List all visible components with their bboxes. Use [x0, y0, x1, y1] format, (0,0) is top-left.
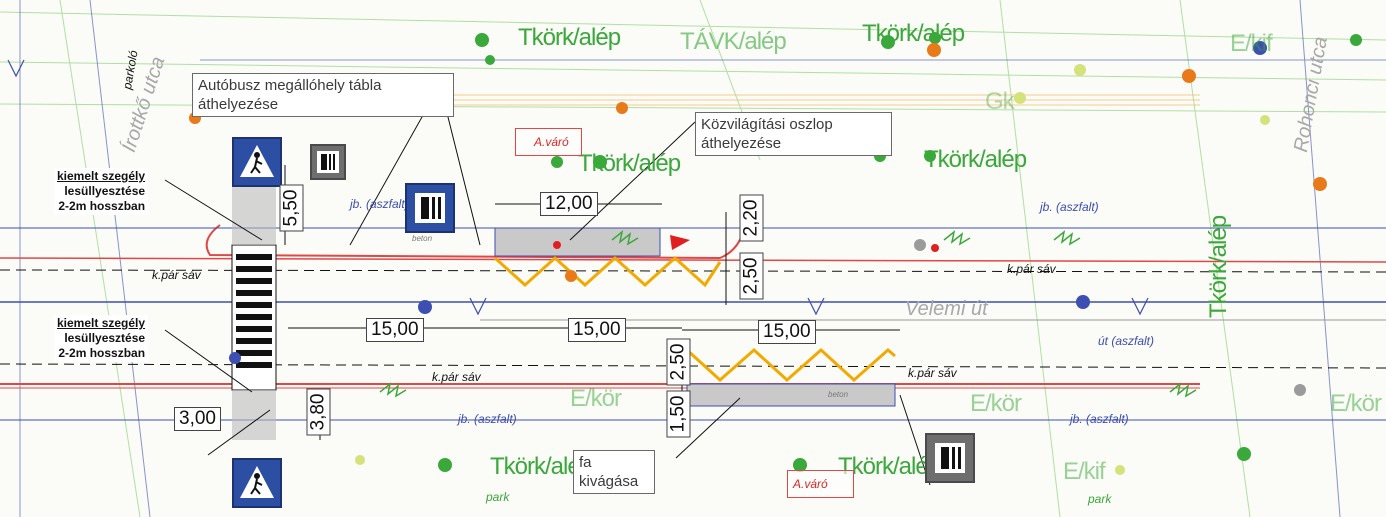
callout-bus-stop-sign-text: Autóbusz megállóhely tábla áthelyezése	[198, 77, 382, 113]
dimension-2-50-bottom: 2,50	[666, 338, 691, 386]
label-ut-aszfalt: út (aszfalt)	[1098, 334, 1155, 348]
pedestrian-crossing-sign-icon	[232, 137, 282, 187]
callout-street-light-text: Közvilágítási oszlop áthelyezése	[701, 116, 833, 152]
label-jb-aszfalt-4: jb. (aszfalt)	[1070, 412, 1129, 426]
dimension-15-00-b: 15,00	[568, 318, 626, 342]
zigzag-lower	[685, 347, 896, 383]
label-jb-aszfalt-2: jb. (aszfalt)	[1040, 200, 1099, 214]
curb-note-upper-line2: lesüllyesztése	[64, 184, 146, 198]
label-gk: Gk	[985, 88, 1015, 115]
pedestrian-crossing-sign-icon-lower	[232, 458, 282, 508]
label-beton-2: beton	[828, 390, 849, 399]
callout-street-light: Közvilágítási oszlop áthelyezése	[695, 112, 892, 156]
curb-note-upper-line3: 2-2m hosszban	[58, 199, 146, 213]
label-utility-6: Tkörk/alép	[838, 453, 941, 480]
label-beton-1: beton	[412, 234, 433, 243]
dimension-15-00-a: 15,00	[366, 318, 424, 342]
label-utility-2: Tkörk/alép	[862, 20, 965, 47]
label-e-kor-2: E/kör	[970, 390, 1022, 417]
bus-platform-lower	[686, 383, 896, 407]
dimension-2-50-top: 2,50	[739, 252, 764, 300]
label-kpar-sav-3: k.pár sáv	[432, 370, 481, 384]
dimension-15-00-c: 15,00	[758, 320, 816, 344]
zebra-crossing	[231, 175, 277, 440]
curb-note-upper: kiemelt szegély lesüllyesztése 2-2m hoss…	[54, 168, 149, 215]
curb-note-lower-line2: lesüllyesztése	[64, 331, 146, 345]
zigzag-upper	[493, 255, 722, 288]
label-e-kif-1: E/kif	[1230, 30, 1273, 57]
callout-tree-removal-text: fa kivágása	[579, 454, 639, 490]
label-park-2: park	[1088, 492, 1112, 506]
label-kpar-sav-4: k.pár sáv	[908, 366, 957, 380]
callout-bus-stop-sign: Autóbusz megállóhely tábla áthelyezése	[192, 73, 454, 117]
dimension-1-50: 1,50	[666, 390, 691, 438]
curb-note-upper-line1: kiemelt szegély	[57, 169, 146, 183]
curb-note-lower-line1: kiemelt szegély	[57, 316, 146, 330]
dimension-3-00: 3,00	[174, 407, 221, 431]
label-avaro-lower: A.váró	[793, 477, 828, 491]
curb-note-lower-line3: 2-2m hosszban	[58, 346, 146, 360]
label-avaro-upper: A.váró	[534, 135, 569, 149]
bus-stop-sign-lower-icon	[925, 433, 975, 483]
waiting-area-box-lower: A.váró	[787, 470, 854, 498]
label-e-kif-2: E/kif	[1063, 458, 1106, 485]
label-e-kor-3: E/kör	[1330, 390, 1382, 417]
label-utility-3: Tkörk/alép	[578, 150, 681, 177]
label-park-1: park	[486, 490, 510, 504]
label-jb-aszfalt-1: jb. (aszfalt)	[350, 197, 409, 211]
label-utility-4: Tkörk/alép	[924, 146, 1027, 173]
label-utility-1: Tkörk/alép	[518, 24, 621, 51]
dimension-2-20: 2,20	[739, 194, 764, 242]
bus-stop-sign-old-icon	[310, 144, 346, 180]
label-jb-aszfalt-3: jb. (aszfalt)	[458, 412, 517, 426]
label-utility-7: Tkörk/alép	[1205, 215, 1232, 318]
curb-note-lower: kiemelt szegély lesüllyesztése 2-2m hoss…	[54, 315, 149, 362]
dimension-12-00: 12,00	[540, 192, 598, 216]
bus-platform-upper	[494, 227, 661, 257]
label-kpar-sav-1: k.pár sáv	[152, 268, 201, 282]
dimension-3-80: 3,80	[306, 388, 331, 436]
waiting-area-box-upper: A.váró	[515, 128, 582, 156]
street-name-velemi: Velemi út	[905, 298, 988, 320]
dimension-5-50: 5,50	[279, 184, 304, 232]
bus-stop-sign-icon	[405, 183, 455, 233]
callout-tree-removal: fa kivágása	[573, 450, 655, 494]
label-utility-mirror: TÁVK/alép	[680, 28, 787, 55]
label-e-kor-1: E/kör	[570, 385, 622, 412]
label-kpar-sav-2: k.pár sáv	[1007, 262, 1056, 276]
